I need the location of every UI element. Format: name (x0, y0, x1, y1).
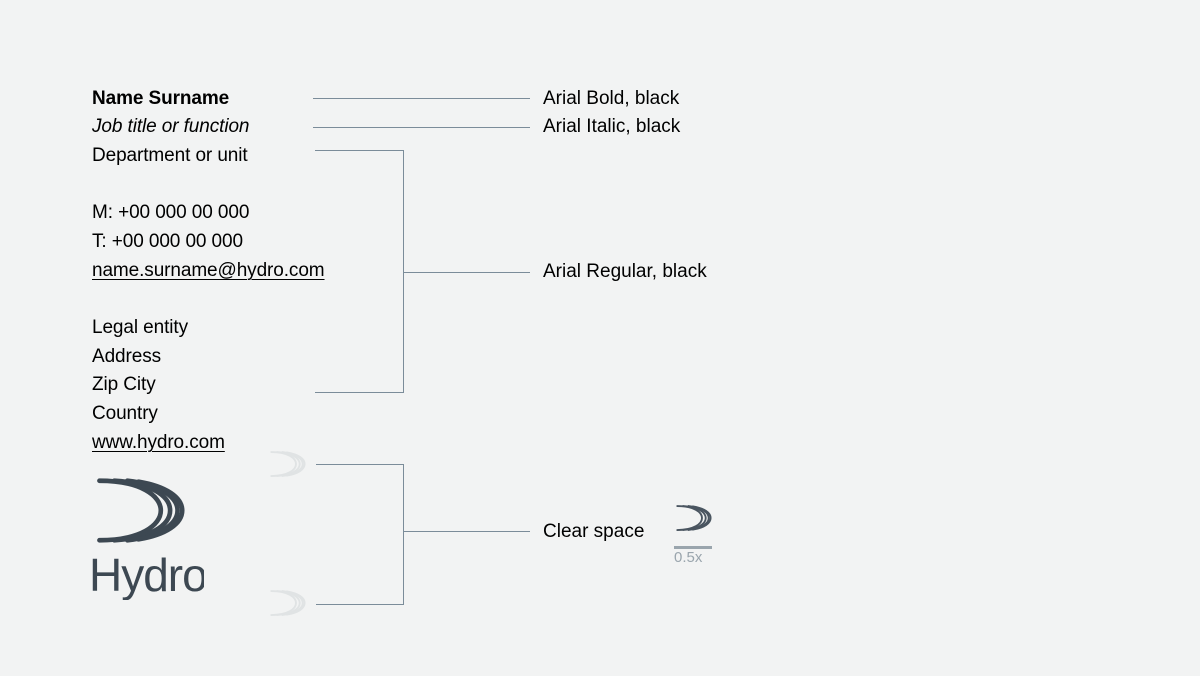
clear-space-ghost-mark-bottom (268, 588, 306, 623)
signature-name: Name Surname (92, 88, 230, 109)
signature-country: Country (92, 403, 158, 424)
clear-space-key-mark (674, 503, 712, 538)
signature-department: Department or unit (92, 145, 248, 166)
bracket-regular-stem (403, 272, 530, 273)
signature-email[interactable]: name.surname@hydro.com (92, 260, 325, 281)
bracket-clear-space-spine (403, 464, 404, 605)
clear-space-key-rule (674, 546, 712, 549)
bracket-regular-spine (403, 150, 404, 393)
signature-website[interactable]: www.hydro.com (92, 432, 225, 453)
bracket-regular-top-arm (315, 150, 404, 151)
leader-line-italic (313, 127, 530, 128)
bracket-clear-space-top-arm (316, 464, 404, 465)
signature-zip-city: Zip City (92, 374, 156, 395)
signature-job-title: Job title or function (92, 116, 250, 137)
annotation-clear-space: Clear space (543, 521, 645, 542)
signature-legal-entity: Legal entity (92, 317, 188, 338)
annotation-italic: Arial Italic, black (543, 116, 681, 137)
signature-address: Address (92, 346, 162, 367)
annotation-regular: Arial Regular, black (543, 261, 707, 282)
hydro-wordmark: Hydro (89, 554, 204, 600)
clear-space-ghost-mark-top (268, 449, 306, 484)
signature-telephone: T: +00 000 00 000 (92, 231, 243, 252)
signature-mobile: M: +00 000 00 000 (92, 202, 250, 223)
hydro-sail-mark (97, 478, 185, 543)
hydro-logo: Hydro (89, 473, 204, 600)
hydro-wordmark-text: Hydro (89, 554, 204, 600)
bracket-clear-space-bottom-arm (316, 604, 404, 605)
annotation-bold: Arial Bold, black (543, 88, 680, 109)
bracket-clear-space-stem (403, 531, 530, 532)
bracket-regular-bottom-arm (315, 392, 404, 393)
clear-space-ratio-label: 0.5x (674, 549, 703, 566)
leader-line-bold (313, 98, 530, 99)
